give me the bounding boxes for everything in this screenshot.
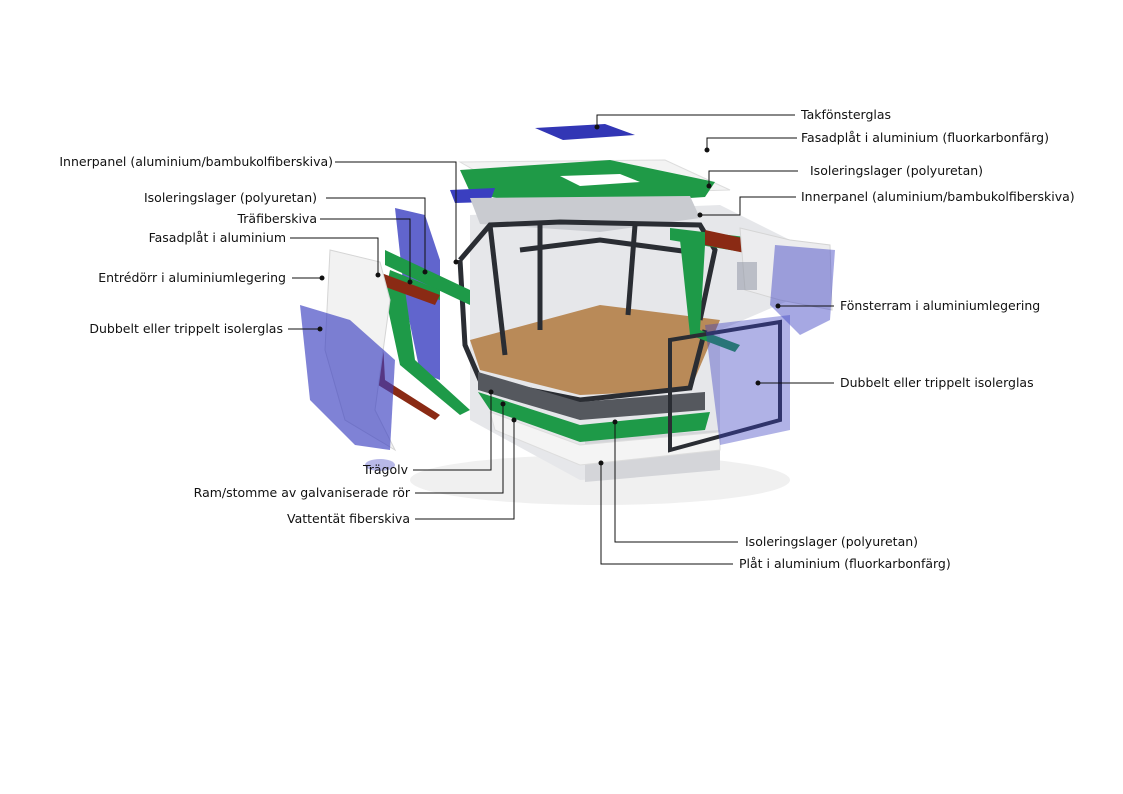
label-wood-floor: Trägolv [362, 462, 408, 477]
leader-lines [288, 114, 834, 565]
floor-cladding [489, 411, 721, 466]
label-waterproof-board: Vattentät fiberskiva [286, 511, 410, 526]
leader-dots [317, 124, 781, 466]
right-side-glass [770, 245, 835, 335]
label-double-glass-right: Dubbelt eller trippelt isolerglas [840, 375, 1034, 390]
label-double-glass-left: Dubbelt eller trippelt isolerglas [89, 321, 283, 336]
label-entrance-door: Entrédörr i aluminiumlegering [98, 270, 286, 285]
label-aluminium-cladding-roof: Fasadplåt i aluminium (fluorkarbonfärg) [801, 130, 1049, 145]
left-double-glass [300, 305, 395, 450]
roof-opening [560, 174, 640, 186]
right-double-glass [705, 315, 790, 445]
right-insulation-frame [680, 240, 740, 352]
label-aluminium-cladding-left: Fasadplåt i aluminium [148, 230, 286, 245]
left-insulation [385, 250, 470, 305]
left-insulation-frame [385, 270, 470, 415]
label-insulation-floor: Isoleringslager (polyuretan) [745, 534, 919, 549]
label-insulation-roof: Isoleringslager (polyuretan) [810, 163, 984, 178]
skylight-glass [535, 124, 635, 140]
floor-frame-layer [478, 372, 705, 420]
label-window-frame: Fönsterram i aluminiumlegering [840, 298, 1041, 313]
wood-floor [470, 305, 720, 395]
label-galvanized-frame: Ram/stomme av galvaniserade rör [193, 485, 410, 500]
label-skylight-glass: Takfönsterglas [801, 107, 892, 122]
label-inner-panel-right: Innerpanel (aluminium/bambukolfiberskiva… [801, 189, 1075, 204]
label-wood-fiber-board: Träfiberskiva [237, 211, 317, 226]
vent-grille [737, 262, 757, 290]
label-aluminium-sheet-floor: Plåt i aluminium (fluorkarbonfärg) [739, 556, 951, 571]
window-frame [668, 319, 782, 453]
label-inner-panel-left: Innerpanel (aluminium/bambukolfiberskiva… [59, 154, 333, 169]
glass-reflection [365, 459, 395, 471]
floor-insulation [478, 392, 710, 442]
label-insulation-left: Isoleringslager (polyuretan) [143, 190, 317, 205]
